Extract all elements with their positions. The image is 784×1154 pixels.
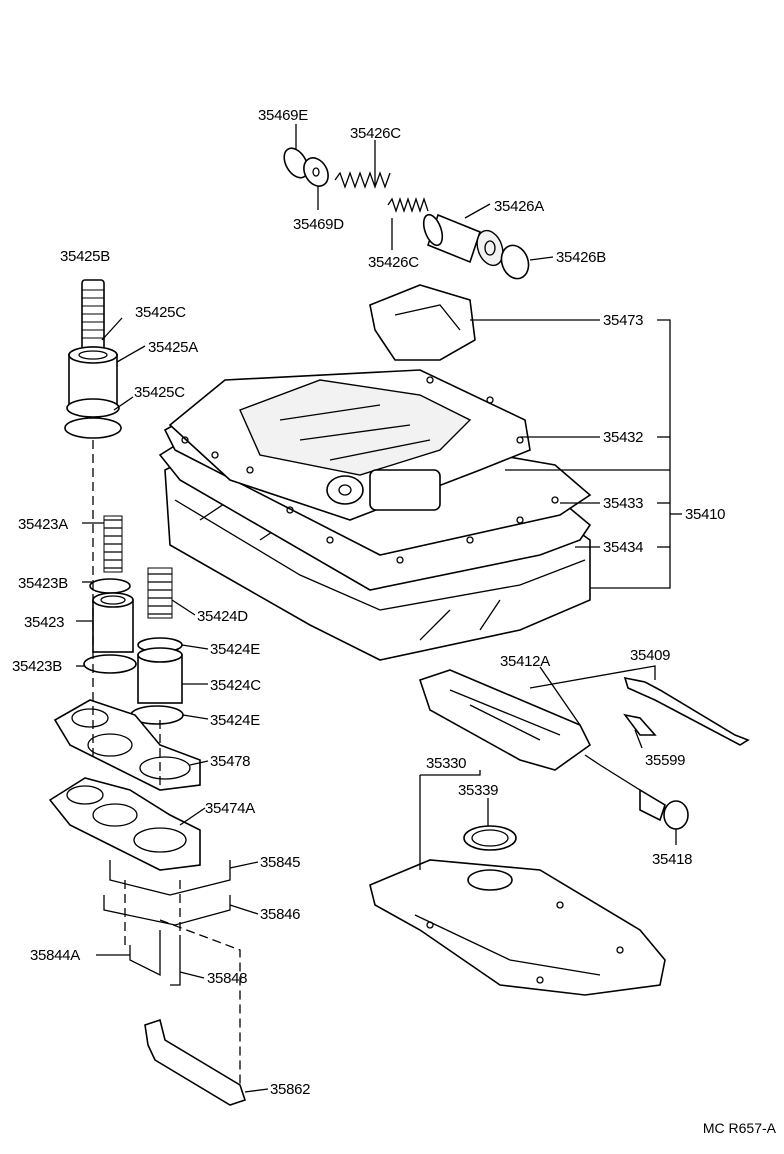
label-35412A: 35412A — [500, 653, 550, 670]
label-35433: 35433 — [603, 495, 643, 512]
label-35846: 35846 — [260, 906, 300, 923]
label-35862: 35862 — [270, 1081, 310, 1098]
label-35409: 35409 — [630, 647, 670, 664]
label-35434: 35434 — [603, 539, 643, 556]
label-35410: 35410 — [685, 506, 725, 523]
leader-lines — [76, 124, 682, 1093]
label-35474A: 35474A — [205, 800, 255, 817]
label-35426B: 35426B — [556, 249, 606, 266]
label-35425C-top: 35425C — [135, 304, 186, 321]
label-35848: 35848 — [207, 970, 247, 987]
label-35330: 35330 — [426, 755, 466, 772]
label-35478: 35478 — [210, 753, 250, 770]
manual-valve-parts — [418, 669, 750, 830]
label-35425B: 35425B — [60, 248, 110, 265]
label-35425A: 35425A — [148, 339, 198, 356]
label-35469D: 35469D — [293, 216, 344, 233]
valve-body-assembly — [158, 284, 592, 661]
diagram-reference-code: MC R657-A — [702, 1120, 776, 1136]
label-35423B-bottom: 35423B — [12, 658, 62, 675]
bracket-35862 — [144, 1018, 247, 1106]
alignment-lines — [92, 440, 241, 1085]
label-35423A: 35423A — [18, 516, 68, 533]
label-35845: 35845 — [260, 854, 300, 871]
label-35426C-bottom: 35426C — [368, 254, 419, 271]
oil-strainer — [369, 825, 666, 996]
accumulator-parts — [83, 515, 184, 725]
label-35469E: 35469E — [258, 107, 308, 124]
label-35423: 35423 — [24, 614, 64, 631]
gasket-plates — [48, 699, 201, 871]
part-labels: 35469E 35426C 35469D 35426A 35426C 35426… — [12, 107, 726, 1098]
label-35424E-bottom: 35424E — [210, 712, 260, 729]
label-35339: 35339 — [458, 782, 498, 799]
label-35424D: 35424D — [197, 608, 248, 625]
label-35426A: 35426A — [494, 198, 544, 215]
label-35423B-top: 35423B — [18, 575, 68, 592]
label-35424C: 35424C — [210, 677, 261, 694]
top-valve-assembly — [283, 147, 530, 280]
label-35432: 35432 — [603, 429, 643, 446]
label-35473: 35473 — [603, 312, 643, 329]
label-35424E-top: 35424E — [210, 641, 260, 658]
label-35426C-top: 35426C — [350, 125, 401, 142]
left-valve-stack — [64, 279, 122, 439]
label-35425C-bottom: 35425C — [134, 384, 185, 401]
label-35844A: 35844A — [30, 947, 80, 964]
label-35599: 35599 — [645, 752, 685, 769]
label-35418: 35418 — [652, 851, 692, 868]
